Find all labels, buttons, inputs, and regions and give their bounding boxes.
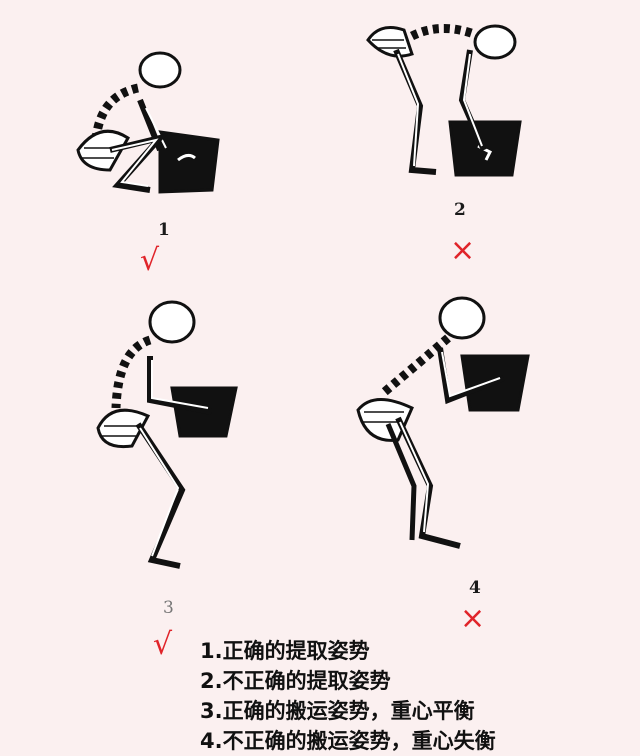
figure-4-arm [437, 347, 506, 405]
figure-1-spine [91, 83, 140, 141]
figure-3-pelvis [96, 408, 151, 449]
panel-1-number: 1 [158, 220, 170, 240]
figure-4-pelvis [356, 398, 414, 442]
figure-4-spine [379, 334, 451, 398]
panel-4-number: 4 [469, 578, 481, 598]
panel-2-cross-mark: × [450, 233, 476, 268]
figure-2-incorrect-lifting [366, 23, 522, 177]
figure-3-spine [111, 335, 152, 409]
figure-3-leg [135, 422, 186, 569]
caption-item-3: 3.正确的搬运姿势，重心平衡 [200, 699, 475, 723]
panel-1-check-mark: √ [140, 243, 160, 278]
panel-4-cross-mark: × [460, 601, 486, 636]
figure-2-pelvis [366, 26, 414, 58]
figure-1-pelvis [76, 129, 131, 172]
figure-3-correct-carrying [96, 300, 238, 569]
figure-2-spine [409, 23, 476, 41]
figure-1-head [138, 51, 182, 89]
figure-2-leg [393, 48, 437, 175]
caption-item-2: 2.不正确的提取姿势 [200, 669, 391, 693]
caption-legend: 1.正确的提取姿势 2.不正确的提取姿势 3.正确的搬运姿势，重心平衡 4.不正… [200, 636, 630, 756]
panel-3-number: 3 [163, 598, 174, 618]
figure-3-arm [147, 356, 213, 415]
caption-item-4: 4.不正确的搬运姿势，重心失衡 [200, 729, 496, 753]
panel-2-number: 2 [454, 200, 466, 220]
figure-2-head [473, 24, 517, 60]
figure-4-incorrect-carrying [356, 296, 530, 549]
figure-3-head [148, 300, 196, 344]
caption-item-1: 1.正确的提取姿势 [200, 639, 370, 663]
figure-4-head [438, 296, 486, 340]
figure-1-box [158, 130, 220, 194]
figure-1-correct-lifting [76, 51, 220, 194]
panel-3-check-mark: √ [153, 627, 173, 662]
